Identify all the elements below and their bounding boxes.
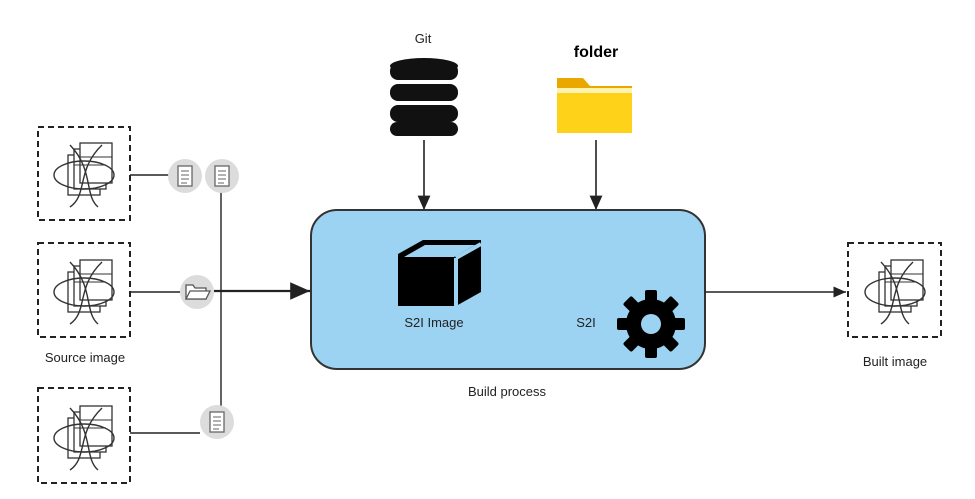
document-icon [167,158,203,194]
folder-label: folder [574,44,618,61]
layered-image-icon [53,259,115,325]
cube-icon [398,240,482,306]
gear-icon [617,290,685,358]
s2i-label: S2I [576,315,596,330]
folder-icon [557,78,632,133]
source-image-3 [37,387,131,484]
database-icon [390,58,458,136]
layered-image-icon [53,405,115,471]
document-icon [204,158,240,194]
source-image-label: Source image [45,350,125,365]
document-icon [199,404,235,440]
layered-image-icon [864,259,926,325]
layered-image-icon [53,142,115,208]
open-folder-icon [180,275,214,309]
git-label: Git [415,31,432,46]
build-process-label: Build process [468,384,547,399]
source-image-2 [37,242,131,338]
s2i-image-label: S2I Image [404,315,463,330]
source-image-1 [37,126,131,221]
source-connectors [130,174,222,434]
built-image-label: Built image [863,354,927,369]
built-image [847,242,942,338]
